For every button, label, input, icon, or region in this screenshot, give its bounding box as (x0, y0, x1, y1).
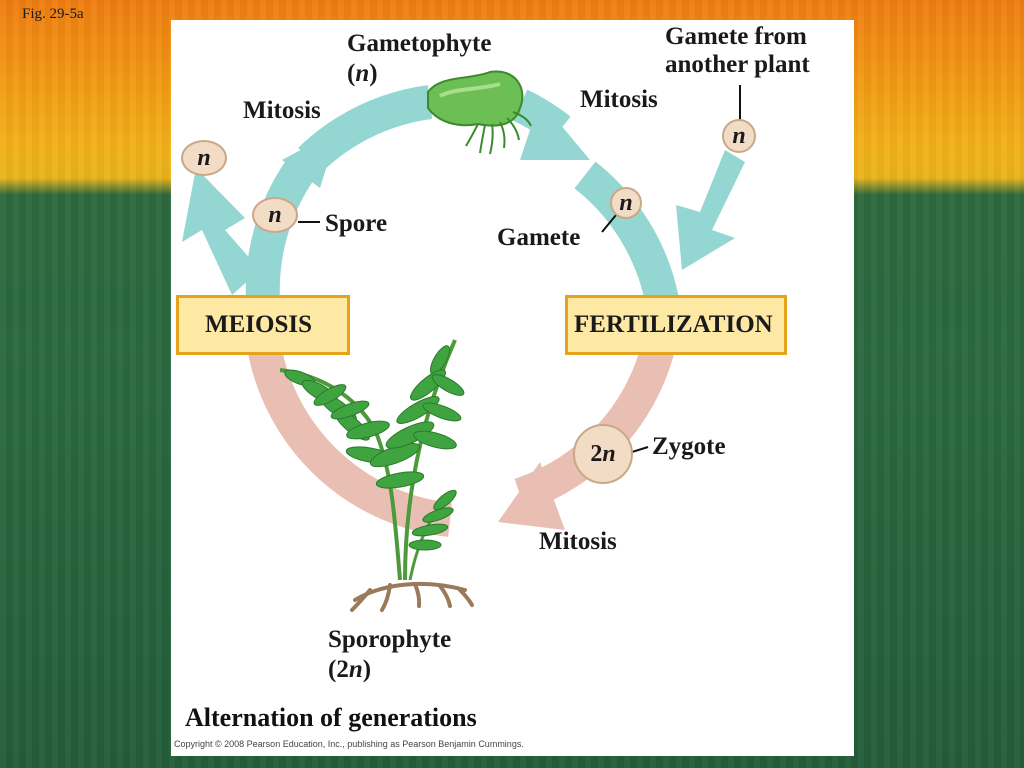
gametophyte-ploidy-n: n (355, 60, 370, 87)
sporophyte-ploidy: (2n) (328, 656, 372, 683)
gamete-from-label: Gamete from (665, 23, 807, 50)
incoming-gamete-arrow (676, 150, 745, 270)
gametophyte-illustration (427, 70, 532, 155)
mitosis-right-arrowhead (520, 100, 590, 160)
figure-label: Fig. 29-5a (22, 6, 84, 22)
meiosis-box: MEIOSIS (176, 295, 350, 355)
meiosis-arrow (182, 168, 260, 295)
copyright-notice: Copyright © 2008 Pearson Education, Inc.… (174, 739, 524, 749)
mitosis-top-right-label: Mitosis (580, 86, 658, 113)
gamete-connector (601, 214, 617, 233)
sporophyte-ploidy-num: 2 (336, 656, 349, 683)
zygote-ploidy-num: 2 (590, 440, 603, 467)
another-plant-label: another plant (665, 51, 810, 78)
zygote-label: Zygote (652, 433, 726, 460)
fertilization-label: FERTILIZATION (574, 311, 773, 338)
haploid-cycle-arc-down (574, 161, 679, 304)
gamete-label: Gamete (497, 224, 581, 251)
gametophyte-ploidy: (n) (347, 60, 378, 87)
mitosis-top-left-label: Mitosis (243, 97, 321, 124)
diploid-cycle-arc (246, 337, 453, 537)
sporophyte-fern-illustration (279, 339, 474, 612)
fertilization-box: FERTILIZATION (565, 295, 787, 355)
spore-circle: n (252, 197, 298, 233)
haploid-cell-circle: n (181, 140, 227, 176)
sporophyte-ploidy-n: n (348, 656, 363, 683)
meiosis-label: MEIOSIS (205, 311, 312, 338)
spore-label: Spore (325, 210, 388, 237)
haploid-cycle-arc-left (245, 160, 315, 301)
sporophyte-label: Sporophyte (328, 626, 452, 653)
mitosis-bottom-label: Mitosis (539, 528, 617, 555)
zygote-connector (631, 446, 649, 453)
mitosis-left-arrowhead (282, 130, 338, 188)
zygote-ploidy-n: n (602, 440, 616, 467)
gamete-other-circle: n (722, 119, 756, 153)
diagram-title: Alternation of generations (185, 703, 477, 732)
gamete-circle: n (610, 187, 642, 219)
gametophyte-label: Gametophyte (347, 30, 492, 57)
mitosis-bottom-arrowhead (498, 462, 565, 530)
